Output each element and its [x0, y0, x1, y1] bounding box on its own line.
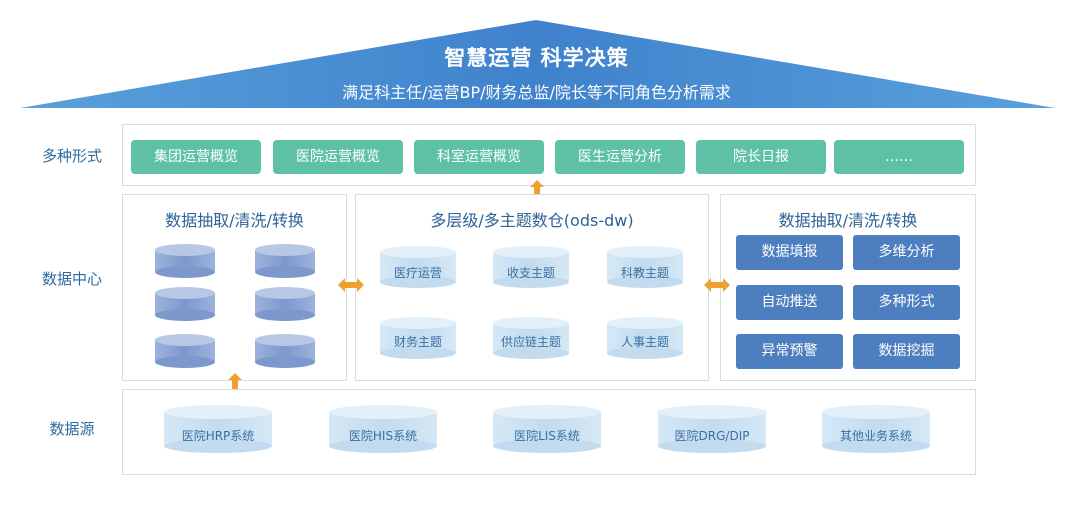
- topic-label-medical: 医疗运营: [393, 266, 442, 280]
- form-button-doctor-analysis[interactable]: 医生运营分析: [555, 140, 685, 174]
- topic-cylinders: [380, 246, 683, 359]
- button-auto-push[interactable]: 自动推送: [736, 285, 843, 320]
- topic-cylinder-icon: [607, 246, 683, 288]
- database-cylinder-icon: [155, 244, 215, 278]
- topic-label-supply-chain: 供应链主题: [500, 335, 561, 349]
- horizontal-arrow-icon: [338, 278, 364, 292]
- row-label-forms: 多种形式: [41, 147, 102, 165]
- button-anomaly-alert[interactable]: 异常预警: [736, 334, 843, 369]
- topic-cylinder-icon: [607, 317, 683, 359]
- source-label-other: 其他业务系统: [839, 429, 912, 443]
- topic-label-research: 科教主题: [620, 266, 669, 280]
- source-cylinder-icon: [164, 405, 272, 453]
- source-cylinder-icon: [658, 405, 766, 453]
- source-cylinder-icon: [493, 405, 601, 453]
- topic-cylinder-icon: [493, 246, 569, 288]
- database-cylinder-icon: [255, 334, 315, 368]
- horizontal-arrow-icon: [704, 278, 730, 292]
- row-label-data-center: 数据中心: [41, 270, 102, 288]
- topic-label-finance: 财务主题: [393, 335, 442, 349]
- topic-label-income: 收支主题: [506, 266, 555, 280]
- button-data-entry[interactable]: 数据填报: [736, 235, 843, 270]
- topic-cylinder-icon: [380, 317, 456, 359]
- form-button-group-overview[interactable]: 集团运营概览: [131, 140, 261, 174]
- database-cylinder-icon: [255, 287, 315, 321]
- roof-banner: [20, 20, 1055, 108]
- topic-label-hr: 人事主题: [620, 335, 669, 349]
- source-label-his: 医院HIS系统: [348, 429, 418, 443]
- form-button-director-daily[interactable]: 院长日报: [696, 140, 826, 174]
- form-button-department-overview[interactable]: 科室运营概览: [414, 140, 544, 174]
- form-button-more[interactable]: ……: [834, 140, 964, 174]
- source-cylinders: [164, 405, 930, 453]
- database-cylinder-icon: [155, 287, 215, 321]
- button-multidim-analysis[interactable]: 多维分析: [853, 235, 960, 270]
- source-label-lis: 医院LIS系统: [514, 429, 580, 443]
- row-label-data-source: 数据源: [49, 420, 95, 438]
- roof-title: 智慧运营 科学决策: [444, 46, 629, 70]
- form-button-hospital-overview[interactable]: 医院运营概览: [273, 140, 403, 174]
- etl-panel-left-title: 数据抽取/清洗/转换: [165, 211, 304, 230]
- button-data-mining[interactable]: 数据挖掘: [853, 334, 960, 369]
- etl-panel-right-title: 数据抽取/清洗/转换: [778, 211, 918, 230]
- roof-subtitle: 满足科主任/运营BP/财务总监/院长等不同角色分析需求: [342, 83, 731, 102]
- database-cylinder-icon: [255, 244, 315, 278]
- topic-cylinder-icon: [380, 246, 456, 288]
- button-multiple-forms[interactable]: 多种形式: [853, 285, 960, 320]
- source-cylinder-icon: [329, 405, 437, 453]
- database-cylinders: [155, 244, 315, 368]
- source-label-drg-dip: 医院DRG/DIP: [674, 429, 750, 443]
- forms-panel: [122, 124, 976, 186]
- database-cylinder-icon: [155, 334, 215, 368]
- topic-cylinder-icon: [493, 317, 569, 359]
- warehouse-panel-title: 多层级/多主题数仓(ods-dw): [430, 211, 634, 230]
- source-label-hrp: 医院HRP系统: [181, 429, 255, 443]
- source-cylinder-icon: [822, 405, 930, 453]
